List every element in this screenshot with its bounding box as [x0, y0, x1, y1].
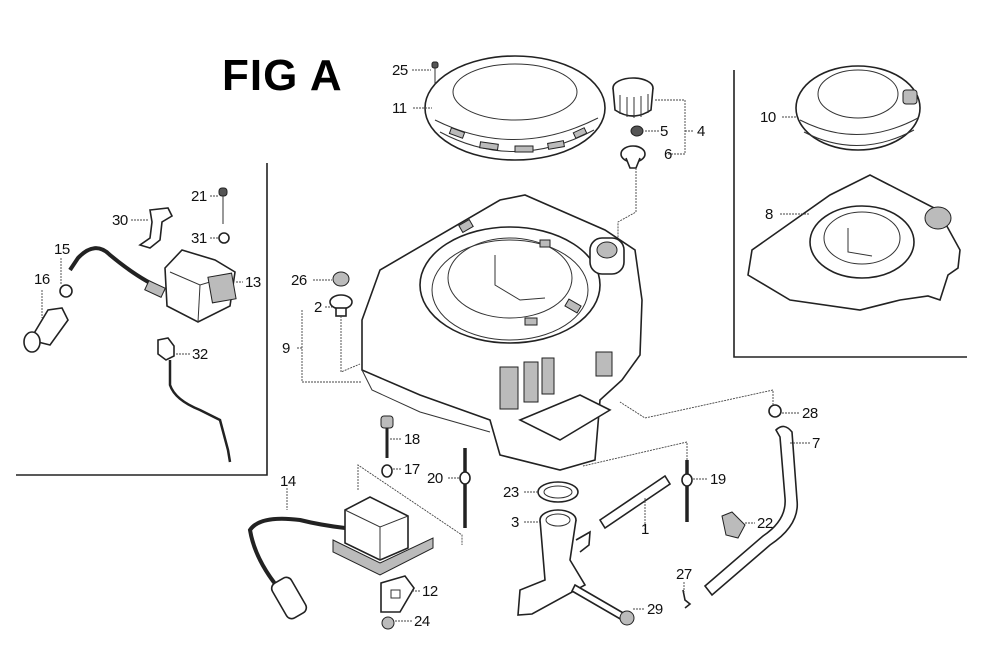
- gasket-23: [537, 481, 579, 503]
- bolt-29: [570, 583, 635, 626]
- callout-31: 31: [191, 230, 207, 247]
- callout-32: 32: [192, 346, 208, 363]
- nut-24: [381, 616, 395, 630]
- left-inset-frame: [16, 163, 268, 476]
- ignition-coil-13: [68, 246, 237, 323]
- callout-16: 16: [34, 271, 50, 288]
- bracket-30: [138, 207, 174, 249]
- callout-15: 15: [54, 241, 70, 258]
- callout-12: 12: [422, 583, 438, 600]
- callout-26: 26: [291, 272, 307, 289]
- dipstick-6: [617, 145, 646, 240]
- fuel-tube-7: [703, 425, 799, 597]
- fan-cover-engine-9: [361, 194, 643, 471]
- callout-9: 9: [282, 340, 290, 357]
- callout-22: 22: [757, 515, 773, 532]
- callout-29: 29: [647, 601, 663, 618]
- callout-3: 3: [511, 514, 519, 531]
- stud-bolt-20: [459, 448, 471, 528]
- recoil-starter-cover-11: [424, 55, 606, 161]
- nut-26: [332, 271, 350, 287]
- callout-2: 2: [314, 299, 322, 316]
- callout-8: 8: [765, 206, 773, 223]
- callout-18: 18: [404, 431, 420, 448]
- callout-4: 4: [697, 123, 705, 140]
- leader-9-bracket: [296, 310, 362, 383]
- callout-1: 1: [641, 521, 649, 538]
- grommet-2: [329, 294, 361, 373]
- clamp-28: [619, 389, 782, 419]
- callout-6: 6: [664, 146, 672, 163]
- ignition-coil-14: [247, 464, 463, 620]
- clip-22: [721, 511, 746, 539]
- callout-25: 25: [392, 62, 408, 79]
- callout-14: 14: [280, 473, 296, 490]
- callout-23: 23: [503, 484, 519, 501]
- stud-bolt-19: [582, 441, 693, 522]
- callout-7: 7: [812, 435, 820, 452]
- oil-cap-4: [612, 77, 654, 118]
- right-inset-frame: [733, 70, 967, 358]
- washer-17: [381, 464, 393, 478]
- callout-17: 17: [404, 461, 420, 478]
- callout-27: 27: [676, 566, 692, 583]
- screw-25: [431, 61, 439, 84]
- clip-27: [682, 589, 692, 609]
- leader-4-bracket: [655, 99, 694, 155]
- o-ring-5: [630, 125, 644, 137]
- callout-19: 19: [710, 471, 726, 488]
- nut-15: [59, 284, 73, 298]
- callout-24: 24: [414, 613, 430, 630]
- screw-21: [218, 187, 228, 224]
- flange-bolt-18: [380, 415, 394, 458]
- callout-5: 5: [660, 123, 668, 140]
- figure-title: FIG A: [222, 51, 343, 100]
- callout-13: 13: [245, 274, 261, 291]
- fan-cover-8: [747, 174, 961, 311]
- breather-tube-1: [598, 474, 672, 530]
- oil-filler-neck-3: [517, 509, 591, 616]
- washer-31: [218, 232, 230, 244]
- callout-20: 20: [427, 470, 443, 487]
- bracket-12: [380, 575, 415, 613]
- stop-switch-lead-32: [157, 337, 232, 463]
- callout-28: 28: [802, 405, 818, 422]
- callout-10: 10: [760, 109, 776, 126]
- recoil-cover-10: [795, 65, 921, 151]
- callout-11: 11: [392, 100, 407, 117]
- callout-21: 21: [191, 188, 207, 205]
- callout-30: 30: [112, 212, 128, 229]
- spark-plug-cap-16: [23, 307, 69, 353]
